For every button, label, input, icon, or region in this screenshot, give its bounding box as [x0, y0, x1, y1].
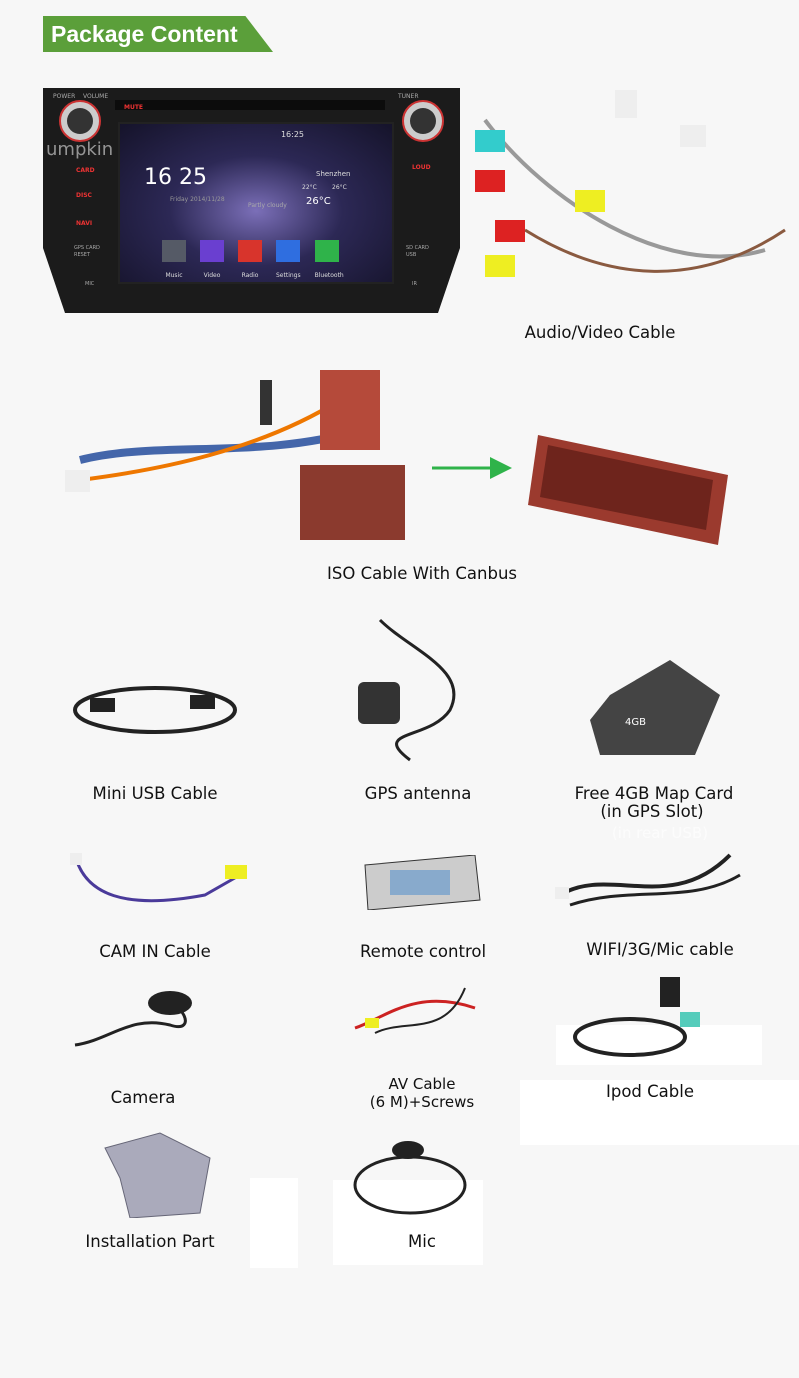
- disc-button[interactable]: DISC: [76, 192, 92, 199]
- app-music[interactable]: Music: [162, 240, 186, 281]
- weather-condition: Partly cloudy: [248, 202, 287, 209]
- cam-in-cable-image: [70, 853, 247, 903]
- iso-connector-image: [528, 435, 728, 545]
- gps-antenna-label: GPS antenna: [364, 784, 472, 803]
- remote-control-image: [364, 855, 481, 910]
- status-time: 16:25: [280, 130, 304, 139]
- package-content-banner: Package Content: [43, 16, 273, 52]
- app-dock: Music Video Radio Settings Bluetooth: [162, 240, 344, 281]
- app-radio[interactable]: Radio: [238, 240, 262, 281]
- installation-part-image: [104, 1132, 211, 1218]
- wifi-3g-mic-cable-image: [555, 853, 741, 907]
- music-icon: [162, 240, 186, 262]
- mic-image: [353, 1141, 467, 1215]
- date: Friday 2014/11/28: [170, 196, 225, 203]
- mic-label: MIC: [85, 281, 95, 287]
- gear-icon: [276, 240, 300, 262]
- power-label: POWER: [53, 93, 76, 100]
- map-card-sublabel: (in GPS Slot): [600, 802, 704, 821]
- av-cable-image: [475, 90, 786, 277]
- camera-label: Camera: [110, 1088, 176, 1107]
- card-button[interactable]: CARD: [76, 167, 95, 174]
- gps-reset-button[interactable]: GPS CARD RESET: [74, 245, 100, 258]
- weather-high: 26°C: [332, 184, 347, 191]
- map-card-label: Free 4GB Map Card: [574, 784, 734, 803]
- ipod-cable-image: [573, 977, 700, 1057]
- bluetooth-icon: [314, 240, 339, 262]
- arrow-right-icon: [432, 457, 512, 479]
- av-cable-label: Audio/Video Cable: [524, 323, 676, 342]
- sd-usb-slot: SD CARD USB: [406, 245, 429, 258]
- tuner-label: TUNER: [398, 93, 419, 100]
- ipod-image-panel: [556, 1025, 762, 1065]
- weather-low: 22°C: [302, 184, 317, 191]
- app-video[interactable]: Video: [200, 240, 224, 281]
- brand-watermark: umpkin: [46, 139, 114, 160]
- mic-label: Mic: [408, 1232, 436, 1251]
- mini-usb-cable-label: Mini USB Cable: [92, 784, 218, 803]
- weather-city: Shenzhen: [316, 170, 351, 178]
- cam-in-cable-label: CAM IN Cable: [99, 942, 211, 961]
- remote-control-label: Remote control: [359, 942, 487, 961]
- loud-button[interactable]: LOUD: [412, 164, 431, 171]
- panel: [250, 1178, 298, 1268]
- ipod-cable-label: Ipod Cable: [606, 1082, 694, 1101]
- av-cable2-label: AV Cable: [388, 1075, 456, 1093]
- clock: 16 25: [144, 165, 207, 190]
- sd-card-capacity: 4GB: [625, 717, 646, 728]
- av-cable-screws-image: [354, 987, 476, 1034]
- ipod-label-panel: [520, 1080, 799, 1145]
- installation-part-label: Installation Part: [85, 1232, 215, 1251]
- app-bluetooth[interactable]: Bluetooth: [314, 240, 344, 281]
- sd-card-image: 4GB: [590, 660, 720, 755]
- volume-label: VOLUME: [83, 93, 109, 100]
- av-cable2-sublabel: (6 M)+Screws: [369, 1093, 475, 1111]
- stereo-screen: 16:25 16 25 Friday 2014/11/28 Shenzhen 2…: [118, 122, 394, 284]
- iso-cable-label: ISO Cable With Canbus: [327, 564, 517, 583]
- video-icon: [200, 240, 224, 262]
- mute-button[interactable]: MUTE: [124, 104, 144, 111]
- camera-image: [74, 991, 192, 1047]
- ir-label: IR: [412, 281, 417, 287]
- iso-cable-image: [65, 370, 405, 540]
- map-card-ghost-label: (in rear USB): [611, 824, 709, 842]
- wifi-3g-mic-cable-label: WIFI/3G/Mic cable: [586, 940, 734, 959]
- mini-usb-cable-image: [73, 686, 237, 734]
- gps-antenna-image: [358, 618, 456, 762]
- radio-icon: [238, 240, 262, 262]
- navi-button[interactable]: NAVI: [76, 220, 93, 227]
- app-settings[interactable]: Settings: [276, 240, 301, 281]
- weather-temp: 26°C: [306, 196, 331, 207]
